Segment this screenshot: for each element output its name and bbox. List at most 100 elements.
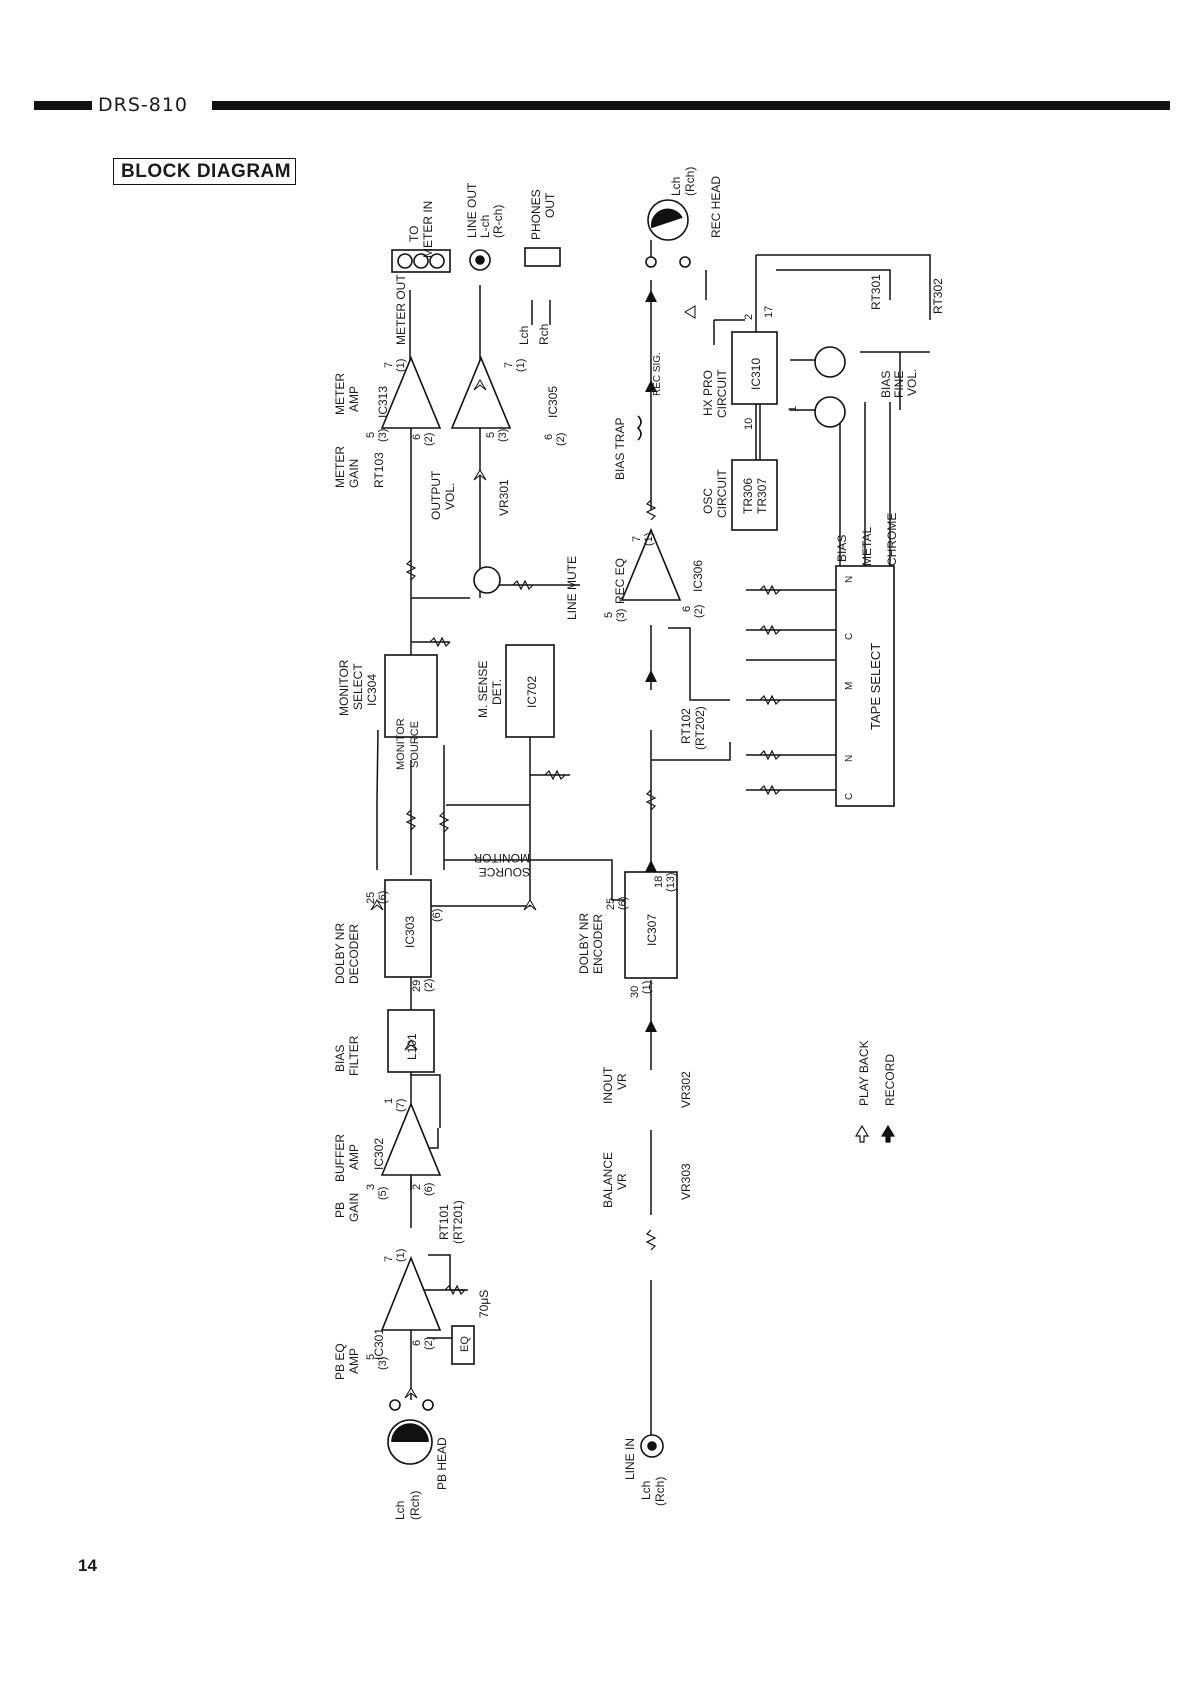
ic302-opamp — [380, 1101, 442, 1176]
ic302-pin-7: (7) — [395, 1099, 407, 1112]
ic702-label: IC702 — [525, 676, 539, 708]
ic310-pin-17: 17 — [763, 306, 775, 318]
meter-amp-label-2: AMP — [347, 386, 361, 412]
ic310-pin-10: 10 — [743, 418, 755, 430]
monitor-select-label-2: SELECT — [351, 663, 365, 710]
ic306-pin-1: (1) — [643, 533, 655, 546]
ic301-pin-6: 6 — [411, 1340, 423, 1346]
rt102-label: RT102 — [679, 708, 693, 744]
m-sense-label-2: DET. — [490, 679, 504, 705]
buffer-amp-label: BUFFER — [333, 1134, 347, 1182]
ic302-pin-3: 3 — [365, 1184, 377, 1190]
ic303-pin-2: (2) — [423, 979, 435, 992]
70us-label: 70μS — [477, 1290, 491, 1318]
rec-lch-label: Lch — [669, 177, 683, 196]
ic303-label: IC303 — [403, 916, 417, 948]
tr306-block — [731, 459, 778, 531]
dolby-encoder-label-2: ENCODER — [591, 914, 605, 974]
rt201-label: (RT201) — [451, 1200, 465, 1244]
monitor-select-label-3: IC304 — [365, 674, 379, 706]
ic304-block — [384, 654, 438, 738]
ic310-pin-1: 1 — [787, 406, 799, 412]
model-name: DRS-810 — [98, 94, 189, 116]
ic301-pin-3: (3) — [377, 1357, 389, 1370]
to-meter-in-label: TO — [407, 226, 421, 242]
tape-select-block — [835, 565, 895, 807]
ic313-label: IC313 — [376, 386, 390, 418]
bias-fine-label-2: FINE — [892, 371, 906, 398]
bias-transistor-1-icon — [814, 346, 846, 378]
to-meter-in-label-2: METER IN — [421, 201, 435, 258]
ic313-pin-6: 6 — [411, 434, 423, 440]
chrome-line-label: CHROME — [885, 513, 899, 566]
metal-line-label: METAL — [860, 527, 874, 566]
bias-fine-label: BIAS — [879, 371, 893, 398]
ic306-label: IC306 — [691, 560, 705, 592]
bias-trap-coil-icon — [636, 415, 642, 441]
legend-record-label: RECORD — [883, 1054, 897, 1106]
ic313-pin-7: 7 — [383, 362, 395, 368]
source-label: SOURCE — [409, 721, 421, 768]
phones-rch-label: Rch — [537, 324, 551, 345]
tr306-label: TR306 — [741, 478, 755, 514]
header-rule-left — [34, 101, 92, 110]
bias-filter-label-2: FILTER — [347, 1035, 361, 1076]
legend-playback-label: PLAY BACK — [857, 1040, 871, 1106]
ic305-pin-1: (1) — [515, 359, 527, 372]
ic313-pin-2: (2) — [423, 433, 435, 446]
ic313-opamp — [380, 355, 442, 429]
eq-label: EQ — [459, 1336, 471, 1352]
ic302-label: IC302 — [372, 1138, 386, 1170]
ic307-pin-30: 30 — [629, 986, 641, 998]
output-vol-label: OUTPUT — [429, 470, 443, 520]
ic301-label: IC301 — [372, 1328, 386, 1360]
line-mute-label: LINE MUTE — [565, 556, 579, 620]
phones-out-label-2: OUT — [543, 192, 557, 218]
osc-circuit-label: OSC — [701, 488, 715, 514]
meter-gain-label: METER — [333, 446, 347, 488]
tr307-label: TR307 — [755, 478, 769, 514]
phones-jack-icon — [524, 247, 561, 267]
ic313-pin-5: 5 — [365, 432, 377, 438]
rt202-label: (RT202) — [693, 706, 707, 750]
ic305-pin-5: 5 — [485, 432, 497, 438]
line-out-label-3: (R-ch) — [491, 205, 505, 238]
legend: PLAY BACK RECORD — [854, 1040, 897, 1143]
ic307-pin-25: 25 — [605, 898, 617, 910]
line-in-label: LINE IN — [623, 1438, 637, 1480]
ic702-block — [505, 644, 555, 738]
ic302-pin-5: (5) — [377, 1187, 389, 1200]
ic303-pin-6b: (6) — [431, 909, 443, 922]
pb-eq-amp-label-2: AMP — [347, 1348, 361, 1374]
ic305-opamp — [450, 355, 512, 429]
line-in-lch-label: Lch — [639, 1481, 653, 1500]
ic306-pin-3: (3) — [615, 609, 627, 622]
rec-eq-label: REC EQ — [613, 558, 627, 604]
lch-label: Lch — [393, 1501, 407, 1520]
ic307-pin-18: 18 — [653, 876, 665, 888]
ic307-label: IC307 — [645, 914, 659, 946]
ic307-pin-6: (6) — [617, 897, 629, 910]
balance-vr-label: BALANCE — [601, 1152, 615, 1208]
pb-eq-amp-label: PB EQ — [333, 1343, 347, 1380]
bias-line-label: BIAS — [835, 535, 849, 562]
ic301-opamp — [380, 1255, 442, 1331]
ic303-pin-6a: (6) — [377, 891, 389, 904]
ts-term-n2: N — [844, 576, 855, 583]
line-in-rch-label: (Rch) — [653, 1477, 667, 1506]
header-rule-right — [212, 101, 1170, 110]
vr301-label: VR301 — [497, 479, 511, 516]
l101-label: L101 — [405, 1033, 419, 1060]
hx-pro-label-2: CIRCUIT — [715, 369, 729, 418]
ic302-pin-2: 2 — [411, 1184, 423, 1190]
bias-filter-label: BIAS — [333, 1045, 347, 1072]
ts-term-m: M — [844, 682, 855, 690]
meter-amp-label: METER — [333, 373, 347, 415]
rec-rch-label: (Rch) — [683, 167, 697, 196]
ic305-pin-6: 6 — [543, 434, 555, 440]
ic310-block — [731, 331, 778, 405]
buffer-amp-label-2: AMP — [347, 1144, 361, 1170]
ic301-pin-7: 7 — [383, 1256, 395, 1262]
ic305-pin-3: (3) — [497, 429, 509, 442]
